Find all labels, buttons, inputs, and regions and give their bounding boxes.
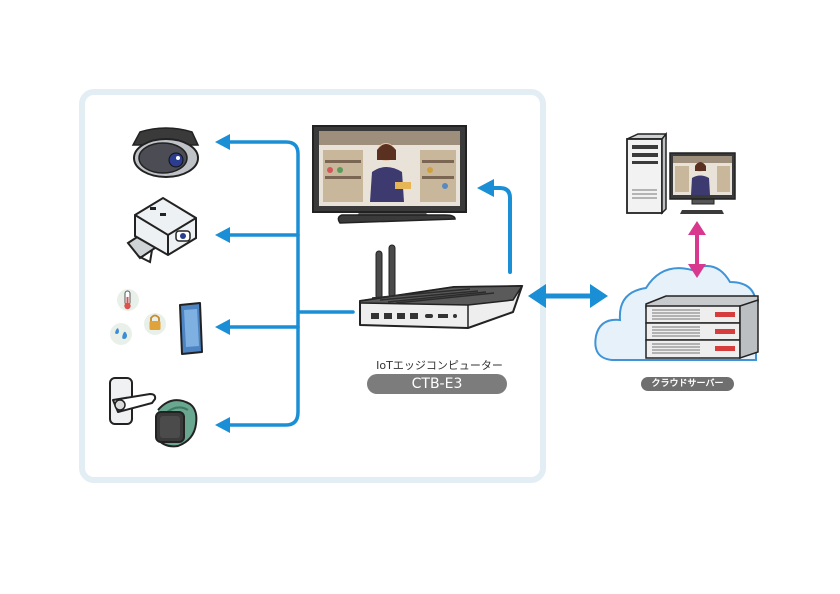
device-flow-arrows xyxy=(226,140,355,427)
door-handle-icon xyxy=(109,377,157,425)
cloud-link-arrow xyxy=(528,284,608,308)
device-flow-arrowheads xyxy=(215,134,230,433)
dome-camera-icon xyxy=(131,127,200,178)
edge-computer-icon xyxy=(359,244,524,329)
cloud-server-caption: クラウドサーバー xyxy=(641,377,734,391)
display-arrow xyxy=(477,179,512,274)
desktop-pc-icon xyxy=(626,131,736,215)
water-drop-icon xyxy=(110,323,132,345)
server-rack-icon xyxy=(645,295,759,360)
smartwatch-icon xyxy=(155,399,198,448)
model-name-badge: CTB-E3 xyxy=(367,374,507,394)
server-pc-link-arrow xyxy=(688,221,706,278)
monitor-icon xyxy=(312,125,467,224)
box-camera-icon xyxy=(126,196,197,264)
smartphone-icon xyxy=(179,302,203,355)
edge-computer-caption: IoTエッジコンピューター xyxy=(376,359,503,372)
lock-icon xyxy=(144,313,166,335)
sensor-thermometer-icon xyxy=(117,289,139,311)
